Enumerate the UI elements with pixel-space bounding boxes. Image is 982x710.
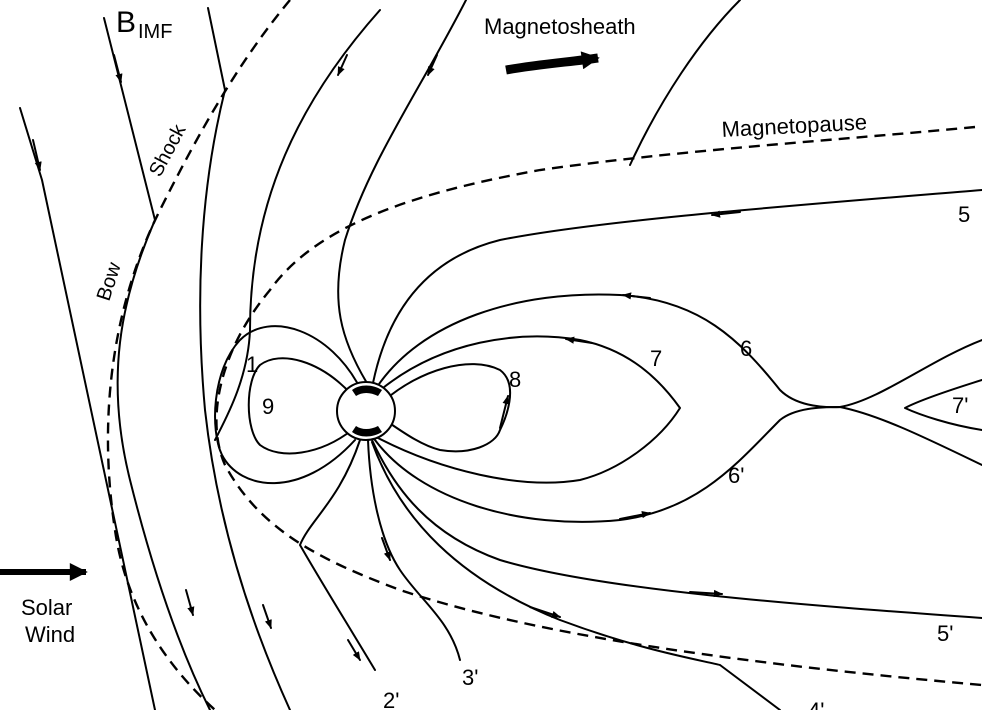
line-label-6: 6 [740,336,752,361]
arrow-line-6 [622,292,651,300]
bow-label: Bow [93,259,126,303]
line-label-3-prime: 3' [462,665,478,690]
bow-shock-boundary [106,0,291,710]
field-line-5-prime [371,439,982,619]
arrow-line-6-prime [619,511,651,520]
wind-label: Wind [25,622,75,647]
arrow-line-4-prime [529,606,561,618]
magnetopause-boundary [215,125,982,687]
arrow-line-7 [565,336,593,344]
arrow-imf-4 [185,589,195,616]
arrow-imf-2 [113,54,123,83]
plasmoid-7-prime [904,379,982,431]
arrow-line-2-prime [347,639,361,661]
arrow-line-8 [499,395,510,429]
line-label-5-prime: 5' [937,621,953,646]
line-label-6-prime: 6' [728,463,744,488]
field-line-6 [374,293,982,409]
imf-field-line-2 [103,17,211,710]
field-line-3-prime [367,439,461,661]
line-label-5: 5 [958,202,970,227]
magnetopause-label: Magnetopause [721,109,868,142]
solar-label: Solar [21,595,72,620]
arrow-line-3-prime [381,537,391,561]
field-line-7 [377,335,681,484]
line-label-8: 8 [509,367,521,392]
earth-south-cap [352,426,382,437]
imf-field-line-1 [19,107,156,710]
field-line-2-prime [299,439,376,671]
line-label-7: 7 [650,346,662,371]
earth-north-cap [352,385,382,396]
magnetosheath-flow-arrow [505,51,600,75]
line-label-9: 9 [262,394,274,419]
field-line-8 [384,363,511,453]
sheath-field-line-c [629,0,741,166]
field-line-6-prime [374,406,982,523]
imf-label-b: B [116,6,136,39]
arrow-line-5 [711,210,741,218]
shock-label: Shock [145,120,191,180]
arrow-line-5-prime [689,589,723,598]
arrow-sheath-b [427,54,438,76]
line-label-1: 1 [246,352,258,377]
field-line-1 [214,325,361,485]
field-line-4-prime [371,441,781,710]
field-line-5 [371,189,982,389]
magnetosheath-label: Magnetosheath [484,14,636,39]
earth [336,381,396,441]
arrow-imf-3 [262,604,272,629]
sheath-field-line-b [337,0,467,389]
arrow-sheath-a [337,54,348,76]
sheath-field-line-a [214,9,381,441]
field-line-9 [247,357,353,455]
arrow-imf-1 [32,139,42,171]
imf-label-subscript: IMF [138,21,172,43]
line-label-7-prime: 7' [952,393,968,418]
line-label-2-prime: 2' [383,688,399,710]
imf-field-line-3 [199,7,291,710]
line-label-4-prime: 4' [808,698,824,710]
